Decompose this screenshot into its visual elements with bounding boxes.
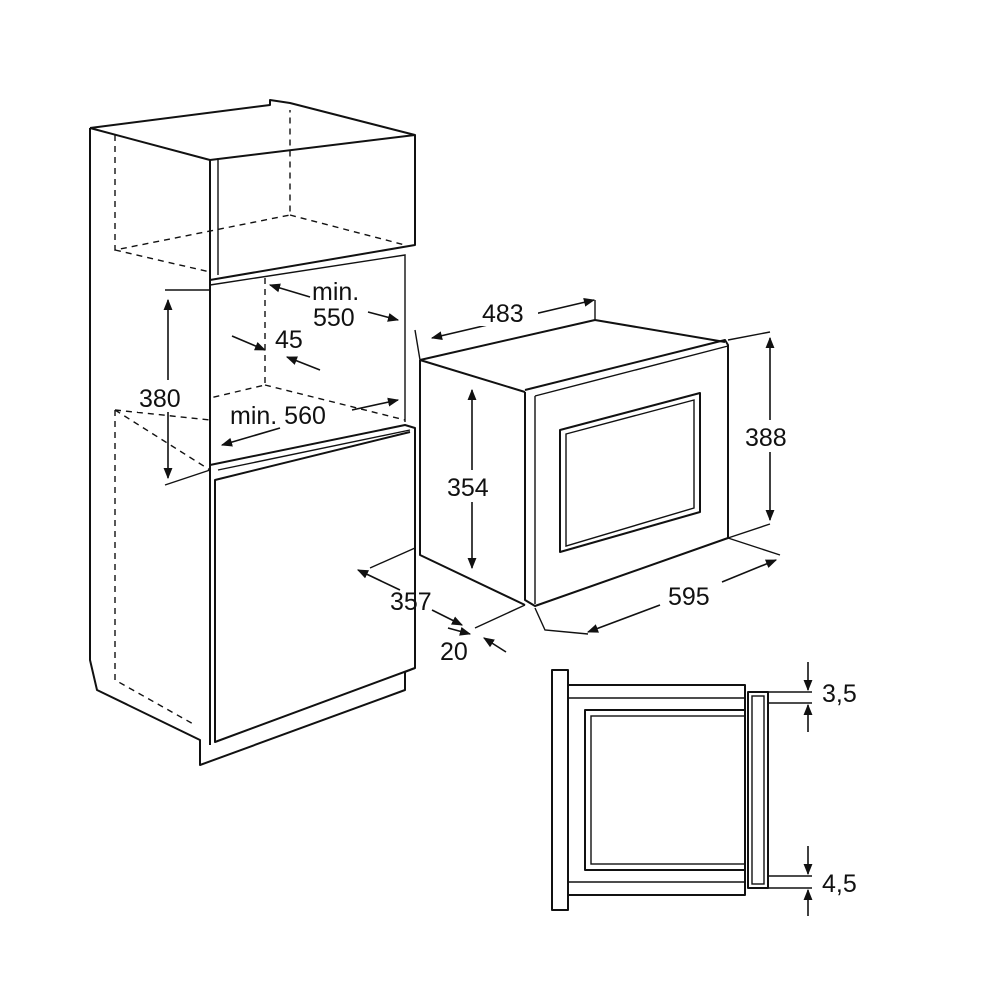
label-background (480, 298, 538, 326)
frame-depth-arrow-right (483, 637, 507, 653)
niche-depth-value-label: 550 (313, 304, 355, 332)
label-background (138, 380, 194, 412)
front-width-label: 595 (668, 583, 710, 611)
drawing-line (565, 399, 695, 547)
niche-width-label: min. 560 (230, 402, 326, 430)
body-height-label: 354 (447, 474, 489, 502)
front-width-arrow-left (586, 604, 661, 633)
drawing-line (584, 709, 746, 871)
cabinet-dimensions: 380 min. 550 45 min. 560 (138, 278, 400, 480)
top-gap-label: 3,5 (822, 680, 857, 708)
drawing-line (551, 669, 569, 911)
appliance-dimensions: 483 354 388 357 595 20 (356, 297, 800, 666)
body-depth-label: 357 (390, 588, 432, 616)
niche-width-arrow-right (351, 397, 400, 411)
drawing-line (209, 158, 406, 422)
side-view-dimensions: 3,5 4,5 (803, 662, 857, 916)
body-depth-arrow-right (431, 609, 464, 626)
drawing-line (89, 127, 416, 766)
frame-depth-arrow-left (447, 627, 472, 636)
drawing-line (164, 289, 211, 486)
niche-width-arrow-left (220, 427, 281, 447)
drawing-line (568, 697, 745, 883)
body-depth-arrow-left (356, 569, 401, 591)
frame-depth-label: 20 (440, 638, 468, 666)
drawing-line (524, 339, 729, 607)
drawing-line (114, 110, 406, 273)
drawing-line (534, 345, 729, 604)
label-background (744, 420, 800, 452)
label-background (446, 470, 502, 502)
niche-height-label: 380 (139, 385, 181, 413)
microwave-appliance (369, 300, 781, 635)
drawing-line (114, 278, 406, 726)
drawing-line (89, 99, 416, 161)
drawing-line (419, 319, 726, 606)
front-height-label: 388 (745, 424, 787, 452)
drawing-line (369, 300, 781, 635)
niche-depth-arrow-left (268, 283, 311, 298)
back-gap-arrow-left (231, 335, 267, 351)
bottom-gap-label: 4,5 (822, 870, 857, 898)
back-gap-arrow-right (285, 356, 321, 371)
front-width-arrow-right (721, 559, 778, 583)
drawing-line (209, 135, 416, 281)
drawing-line (751, 695, 765, 885)
drawing-line (768, 691, 812, 889)
drawing-line (747, 691, 769, 889)
drawing-line (209, 424, 416, 743)
drawing-line (590, 715, 746, 865)
top-depth-label: 483 (482, 300, 524, 328)
drawing-line (217, 429, 411, 471)
kitchen-cabinet (89, 99, 416, 766)
side-section-view (551, 669, 812, 911)
back-gap-label: 45 (275, 326, 303, 354)
niche-depth-arrow-right (367, 311, 400, 322)
drawing-line (559, 392, 701, 553)
niche-depth-min-label: min. (312, 278, 359, 306)
